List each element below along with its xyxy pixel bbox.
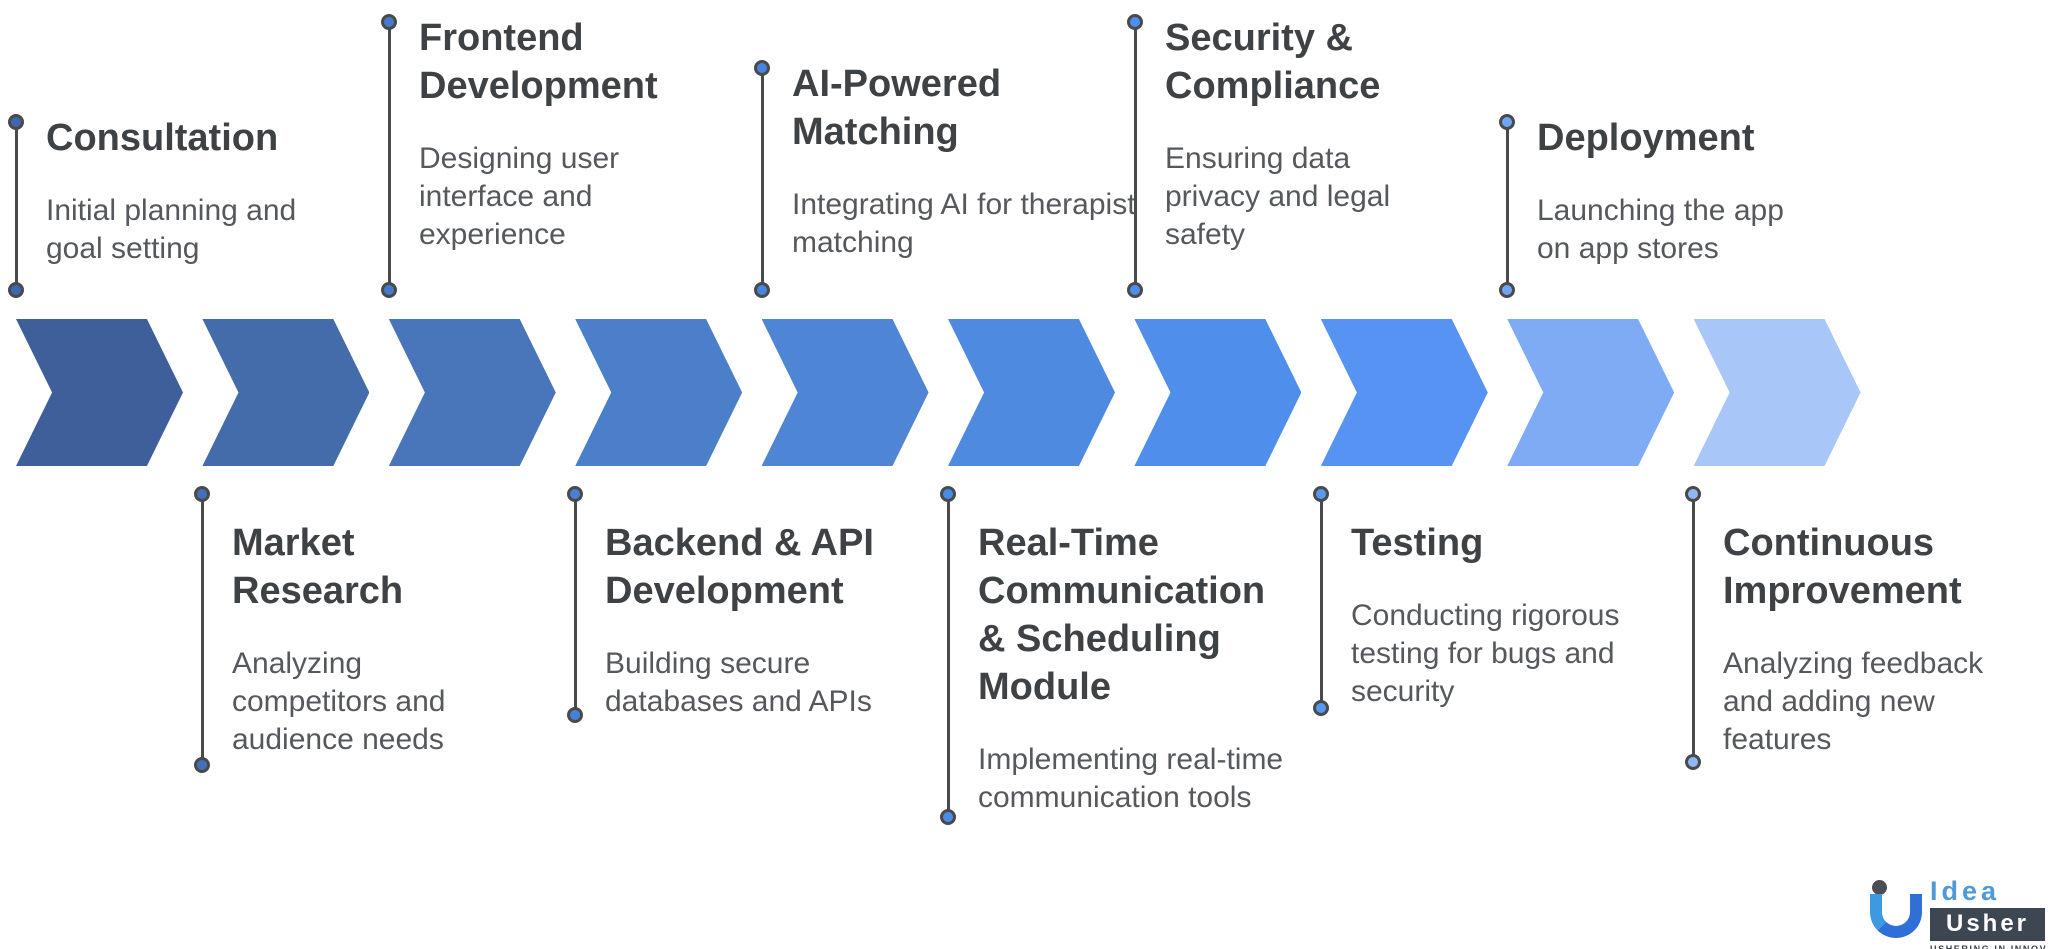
milestone-title: Real-Time Communication & Scheduling Mod… <box>978 522 1266 708</box>
chevron-step <box>1320 319 1488 466</box>
logo-tagline: USHERING IN INNOVATION <box>1930 944 2048 949</box>
logo-i-dot-icon <box>1872 880 1887 895</box>
timeline-dot <box>1499 114 1515 130</box>
timeline-dot <box>194 757 210 773</box>
milestone-connector-line <box>573 494 577 715</box>
milestone-description: Integrating AI for therapist matching <box>792 188 1136 259</box>
timeline-dot <box>1499 282 1515 298</box>
timeline-dot <box>567 486 583 502</box>
chevron-step <box>1507 319 1675 466</box>
milestone-connector-line <box>946 494 950 817</box>
timeline-dot <box>567 707 583 723</box>
milestone-title: Security & Compliance <box>1165 17 1381 107</box>
milestone-description: Building secure databases and APIs <box>605 647 872 718</box>
milestone-title: AI-Powered Matching <box>792 63 1002 153</box>
milestone-connector-line <box>1691 494 1695 762</box>
chevron-step <box>16 319 183 466</box>
milestone-title: Deployment <box>1537 117 1755 159</box>
milestone-connector-line <box>760 68 764 290</box>
chevron-step <box>948 319 1115 466</box>
timeline-dot <box>1313 700 1329 716</box>
milestone-connector-line <box>1319 494 1323 708</box>
milestone-connector-line <box>200 494 204 765</box>
timeline-dot <box>754 60 770 76</box>
logo-text: Idea Usher USHERING IN INNOVATION <box>1930 876 2048 949</box>
logo-iu-icon <box>1870 874 1928 940</box>
milestone-connector-line <box>1133 22 1137 290</box>
timeline-dot <box>381 282 397 298</box>
chevron-step <box>202 319 370 466</box>
timeline-dot <box>8 282 24 298</box>
timeline-dot <box>940 486 956 502</box>
milestone-title: Frontend Development <box>419 17 658 107</box>
chevron-step <box>1134 319 1302 466</box>
chevron-step <box>1693 319 1861 466</box>
timeline-dot <box>1127 14 1143 30</box>
timeline-dot <box>8 114 24 130</box>
timeline-dot <box>754 282 770 298</box>
timeline-dot <box>381 14 397 30</box>
milestone-description: Designing user interface and experience <box>419 142 620 251</box>
timeline-dot <box>194 486 210 502</box>
chevron-step <box>761 319 929 466</box>
timeline-dot <box>940 809 956 825</box>
timeline-dot <box>1685 486 1701 502</box>
milestone-connector-line <box>387 22 391 290</box>
milestone: Real-Time Communication & Scheduling Mod… <box>978 519 1283 817</box>
timeline-dot <box>1127 282 1143 298</box>
milestone-connector-line <box>1505 122 1509 290</box>
milestone-description: Conducting rigorous testing for bugs and… <box>1351 599 1620 708</box>
milestone-title: Testing <box>1351 522 1484 564</box>
chevron-step <box>575 319 743 466</box>
milestone-title: Continuous Improvement <box>1723 522 1962 612</box>
timeline-dot <box>1685 754 1701 770</box>
idea-usher-logo: Idea Usher USHERING IN INNOVATION <box>1860 868 2048 949</box>
logo-u-icon <box>1870 894 1922 938</box>
milestone-connector-line <box>14 122 18 290</box>
milestone-description: Implementing real-time communication too… <box>978 743 1284 814</box>
milestone-description: Ensuring data privacy and legal safety <box>1165 142 1391 251</box>
milestone-title: Consultation <box>46 117 279 159</box>
milestone-description: Launching the app on app stores <box>1537 194 1784 265</box>
milestone-title: Market Research <box>232 522 404 612</box>
milestone-description: Analyzing feedback and adding new featur… <box>1723 647 1984 756</box>
milestone-title: Backend & API Development <box>605 522 874 612</box>
timeline-dot <box>1313 486 1329 502</box>
chevron-step <box>388 319 556 466</box>
milestone-description: Initial planning and goal setting <box>46 194 297 265</box>
milestone-description: Analyzing competitors and audience needs <box>232 647 446 756</box>
logo-brand-top: Idea <box>1930 876 2001 906</box>
logo-brand-bottom: Usher <box>1930 908 2045 941</box>
